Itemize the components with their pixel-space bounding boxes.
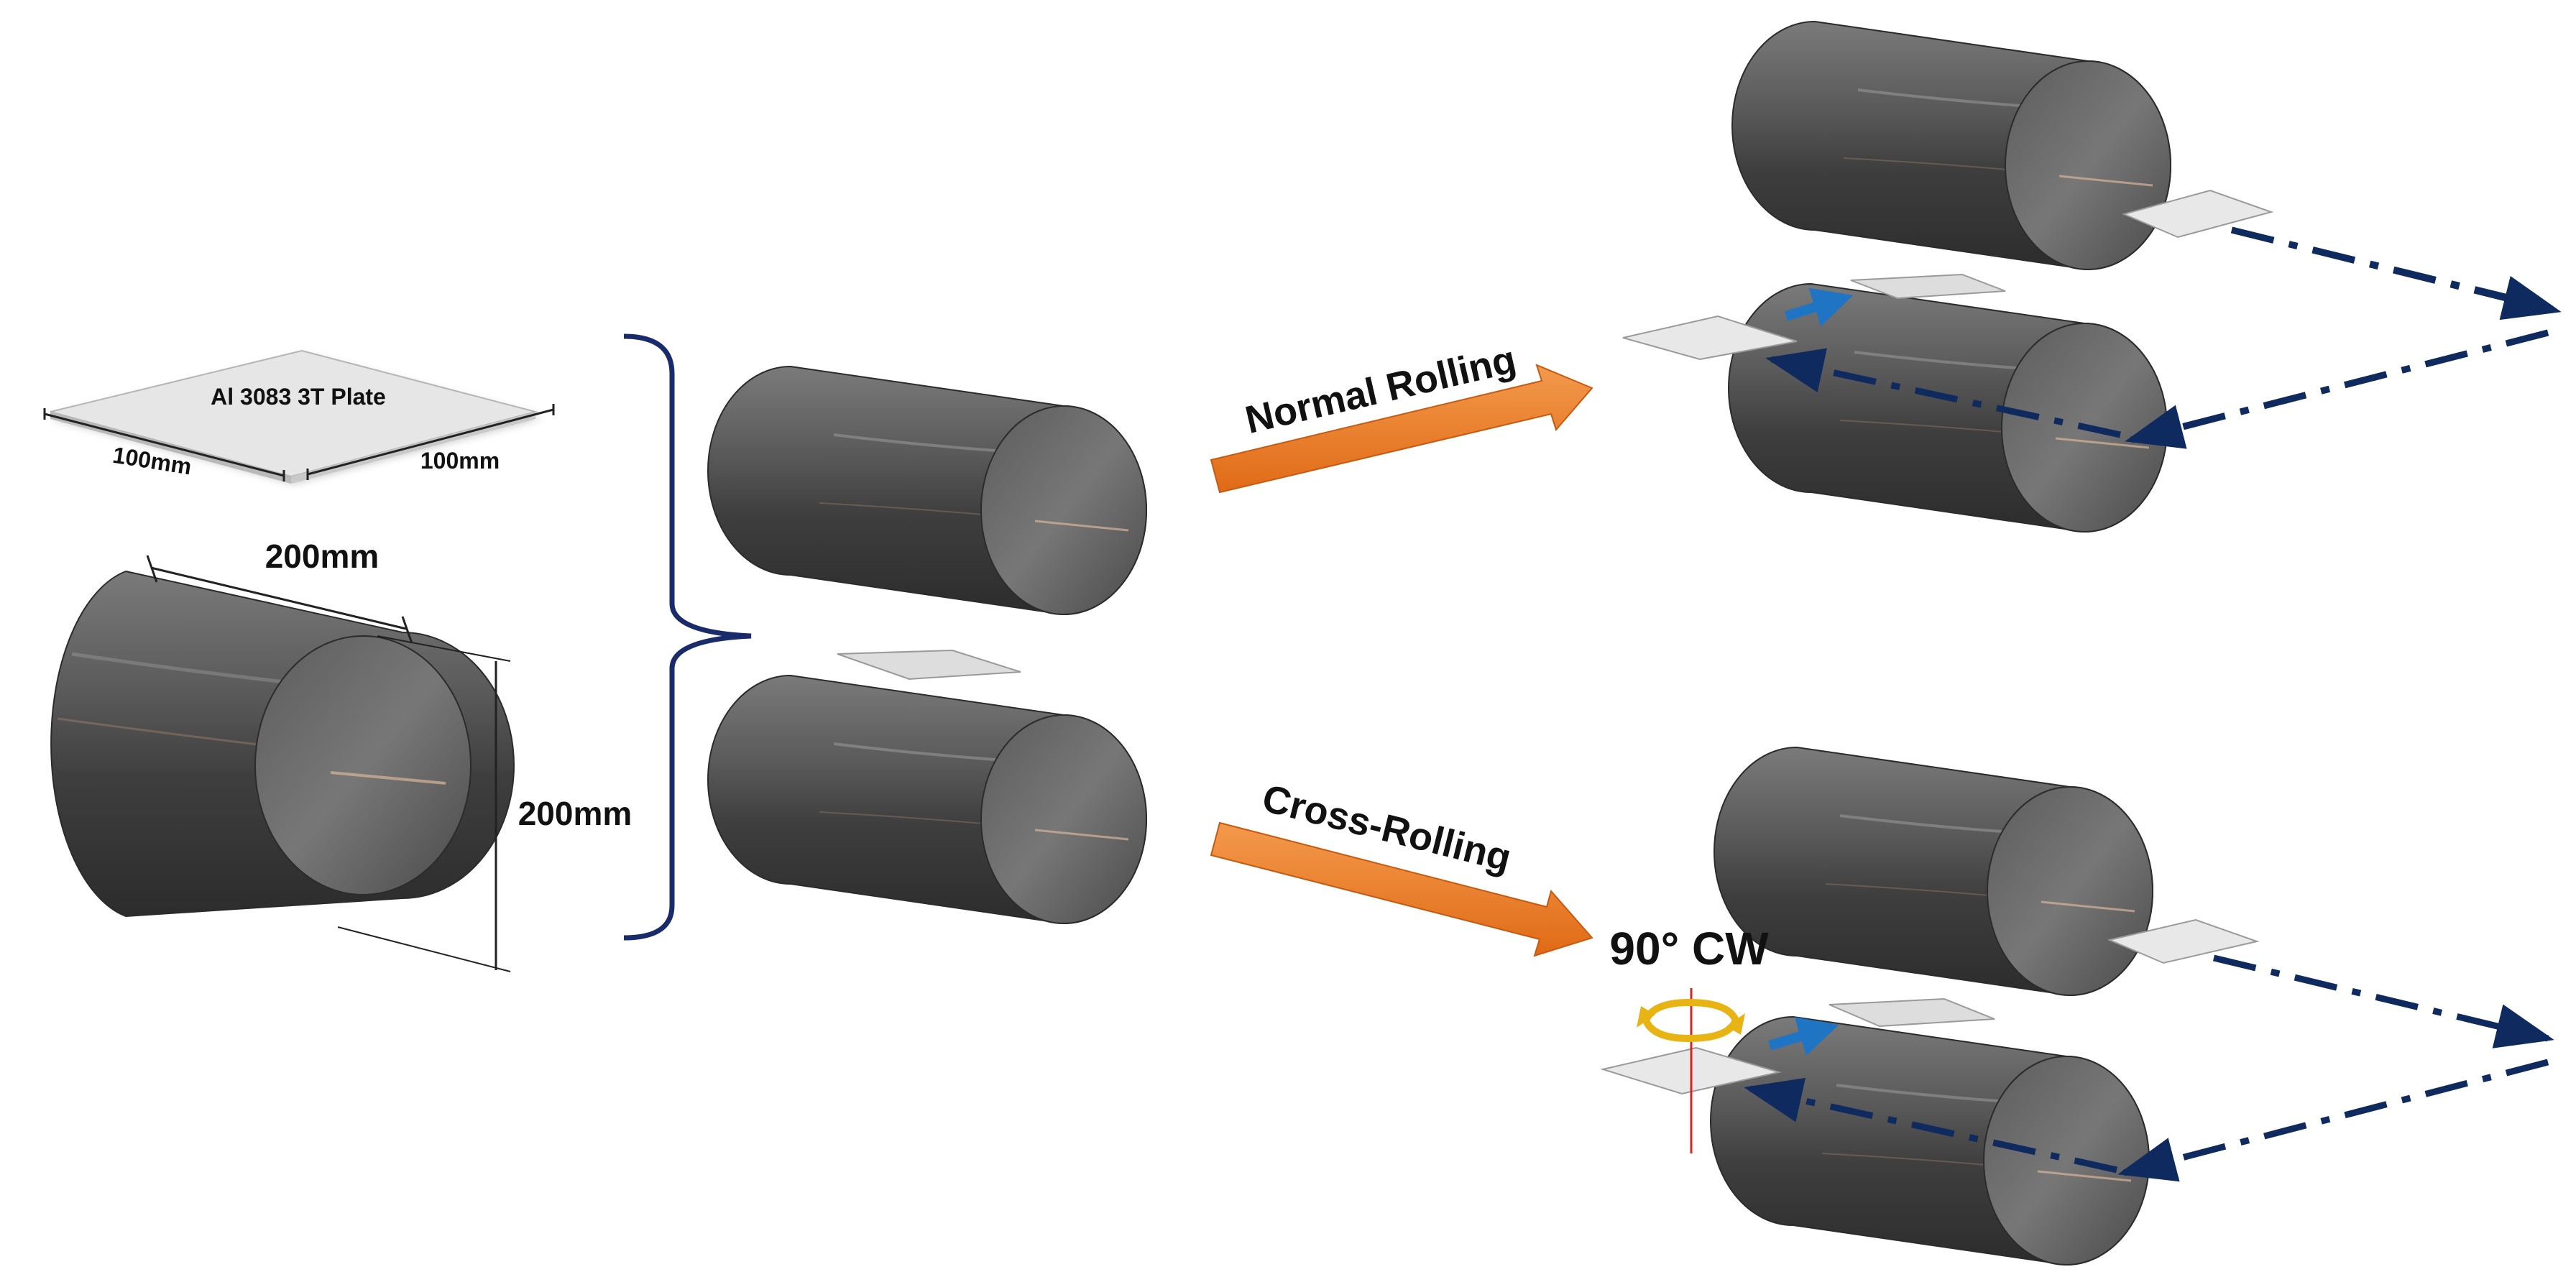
plate-dim-right-label: 100mm: [420, 448, 500, 474]
normal-exit-plate: [2121, 189, 2274, 239]
upper-roller: [707, 365, 1148, 616]
normal-rolling-arrow: [1210, 364, 1593, 494]
grouping-brace: [623, 333, 752, 941]
roller-length-label: 200mm: [265, 538, 380, 575]
normal-middle-plate: [1850, 273, 2006, 300]
cross-middle-plate: [1828, 997, 1995, 1028]
roller-dimension-model: [50, 570, 515, 918]
normal-upper-roller: [1731, 20, 2172, 271]
plate-dimension-right: 100mm: [306, 404, 555, 480]
plate-label: Al 3083 3T Plate: [211, 384, 386, 410]
cross-upper-roller: [1713, 746, 2154, 997]
cross-rolling-arrow: [1210, 821, 1593, 957]
cross-feed-arrow: [1767, 1017, 1839, 1056]
center-plate: [837, 649, 1021, 681]
cross-rolling-setup: 90° CW: [1600, 746, 2554, 1266]
rotation-cw-icon: [1637, 998, 1745, 1043]
normal-lower-roller: [1727, 282, 2168, 533]
roller-diameter-dimension: 200mm: [337, 635, 632, 972]
normal-rolling-setup: [1622, 20, 2562, 533]
cross-exit-plate: [2107, 918, 2260, 964]
roller-length-dimension: 200mm: [146, 538, 413, 644]
rolling-mill-center: [707, 365, 1148, 925]
roller-diameter-label: 200mm: [518, 795, 632, 832]
lower-roller: [707, 674, 1148, 925]
cross-lower-roller: [1709, 1015, 2150, 1266]
rotation-label: 90° CW: [1609, 923, 1769, 974]
